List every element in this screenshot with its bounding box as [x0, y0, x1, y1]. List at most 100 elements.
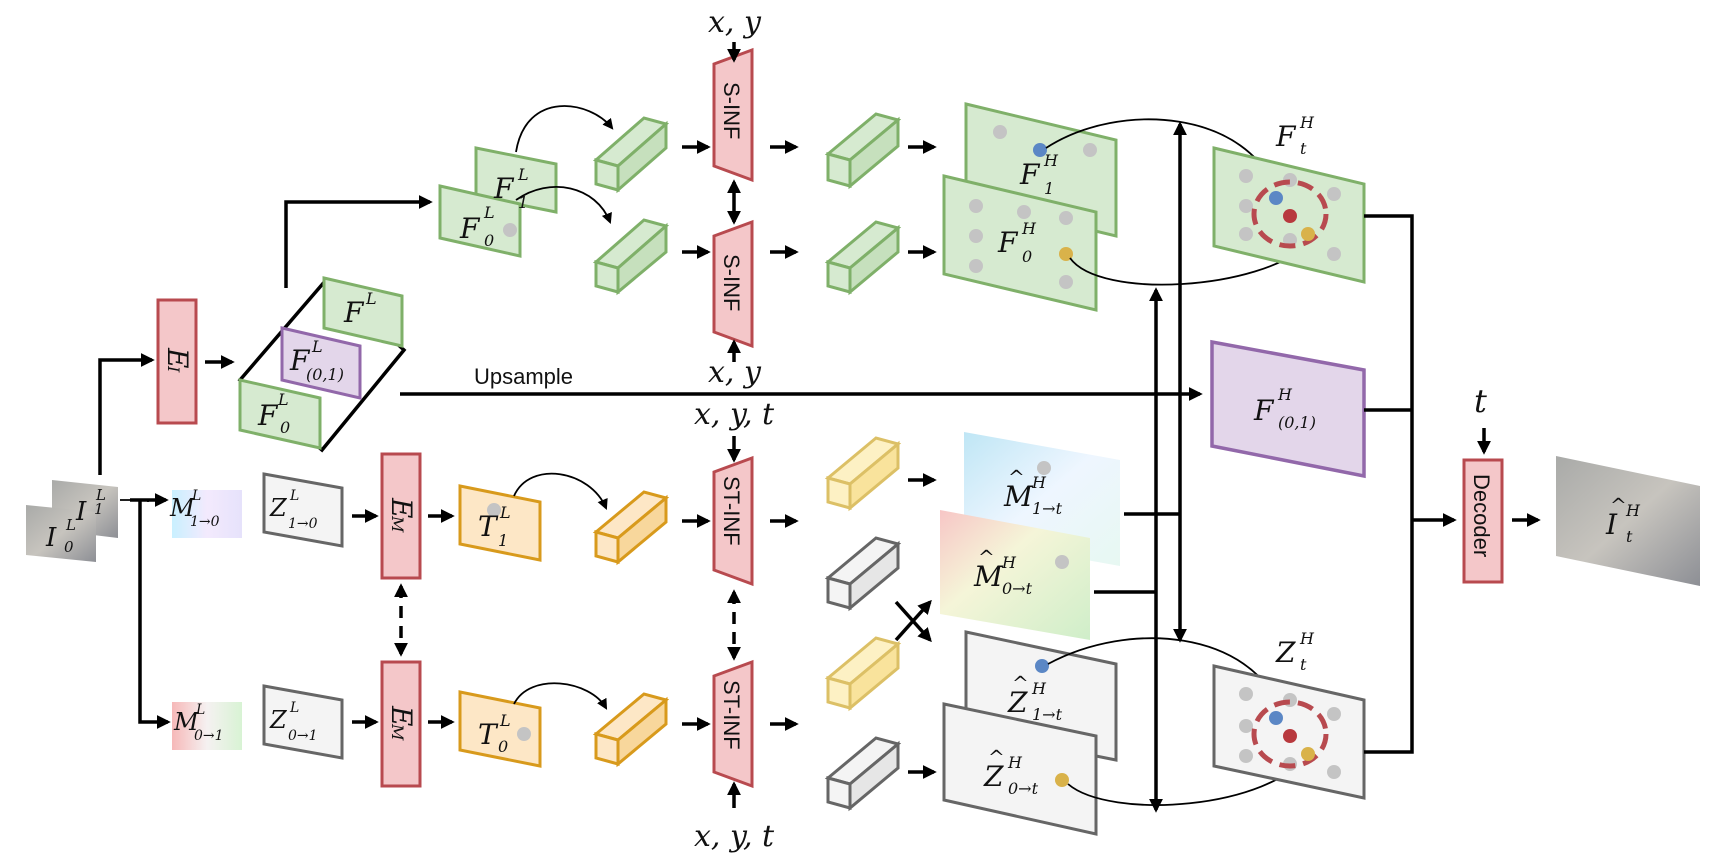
svg-text:S-INF: S-INF — [719, 254, 744, 311]
svg-text:I: I — [164, 365, 183, 373]
latent-Z1to0: Z L 1→0 — [262, 472, 344, 548]
svg-text:0→1: 0→1 — [194, 728, 224, 744]
input-xyt-bottom: x, y, t — [694, 819, 775, 854]
curve-T0L — [513, 682, 608, 710]
svg-text:F: F — [493, 172, 515, 205]
yellow-cube-1 — [824, 436, 902, 512]
svg-text:F: F — [1019, 158, 1041, 191]
yellow-cube-2 — [824, 636, 902, 712]
svg-text:H: H — [1277, 385, 1293, 404]
st-inf-module-1: ST-INF — [712, 455, 754, 587]
image-encoder: E I — [156, 298, 198, 425]
input-frames: I 1 L I 0 L — [26, 480, 118, 562]
svg-text:Z: Z — [983, 760, 1004, 793]
svg-text:^: ^ — [1610, 493, 1627, 517]
svg-text:H: H — [1007, 753, 1023, 772]
svg-text:0→t: 0→t — [1002, 579, 1033, 598]
motion-encoder-1: E M — [380, 452, 422, 580]
svg-text:(0,1): (0,1) — [1278, 413, 1316, 432]
svg-text:H: H — [1299, 629, 1315, 648]
label-F0L-top: F L 0 — [459, 203, 495, 250]
svg-text:M: M — [973, 560, 1004, 593]
svg-text:t: t — [1300, 655, 1307, 674]
svg-text:F: F — [1253, 394, 1275, 427]
target-feature-FtH: F H t — [1212, 113, 1366, 284]
svg-text:T: T — [478, 718, 499, 751]
svg-text:E: E — [161, 347, 194, 368]
svg-text:M: M — [173, 708, 200, 736]
green-cube-4 — [824, 220, 902, 296]
st-inf-module-2: ST-INF — [712, 659, 754, 789]
green-cube-2 — [592, 218, 670, 296]
svg-text:0: 0 — [280, 418, 290, 437]
label-F0L-stack: F L 0 — [257, 390, 290, 437]
svg-text:H: H — [1021, 219, 1037, 238]
svg-text:F: F — [343, 296, 365, 329]
svg-text:1: 1 — [498, 531, 508, 550]
gray-cube-1 — [824, 536, 902, 612]
svg-text:L: L — [95, 486, 106, 504]
high-res-F0H: F H 0 — [942, 174, 1098, 312]
query-dot-yellow — [1059, 247, 1073, 261]
token-T0L: T L 0 — [458, 690, 542, 768]
svg-text:T: T — [478, 510, 499, 543]
svg-text:Z: Z — [269, 706, 288, 734]
svg-text:L: L — [191, 488, 201, 504]
output-frame: I ^ H t — [1556, 456, 1700, 586]
svg-text:0→t: 0→t — [1008, 779, 1039, 798]
svg-text:H: H — [1031, 473, 1047, 492]
feature-F01L-box — [280, 326, 362, 400]
svg-text:H: H — [1031, 679, 1047, 698]
green-cube-3 — [824, 112, 902, 190]
label-I0L: I 0 L — [45, 516, 76, 556]
svg-text:1: 1 — [94, 500, 104, 518]
query-dot-blue — [1033, 143, 1047, 157]
svg-text:L: L — [289, 700, 299, 716]
feature-F0L-box — [238, 378, 322, 450]
svg-text:0→1: 0→1 — [288, 728, 318, 744]
curve-F0L — [515, 186, 612, 225]
svg-text:^: ^ — [1008, 465, 1025, 489]
arrow-to-S-INF-branch — [284, 195, 433, 288]
gray-cube-2 — [824, 736, 902, 812]
label-F1L-stack: F L — [343, 289, 377, 329]
label-I1L: I 1 L — [75, 486, 106, 527]
svg-text:H: H — [1043, 151, 1059, 170]
curve-T1L — [513, 472, 608, 510]
svg-text:E: E — [385, 497, 418, 518]
svg-text:F: F — [997, 226, 1019, 259]
s-inf-module-1: S-INF — [712, 47, 754, 183]
low-res-feature-stack: F L F L (0,1) F L 0 — [237, 276, 407, 453]
input-arrows — [98, 353, 171, 729]
svg-text:0: 0 — [64, 538, 74, 556]
svg-text:F: F — [257, 399, 279, 432]
svg-text:ST-INF: ST-INF — [719, 680, 744, 750]
svg-text:F: F — [459, 212, 481, 245]
input-xyt-top: x, y, t — [694, 397, 775, 432]
target-latent-ZtH: Z H t — [1212, 629, 1366, 800]
svg-text:(0,1): (0,1) — [306, 365, 344, 384]
svg-text:1: 1 — [518, 193, 528, 212]
svg-text:1→0: 1→0 — [288, 516, 318, 532]
input-xy-top: x, y — [708, 5, 762, 40]
svg-text:Decoder: Decoder — [1469, 474, 1494, 557]
svg-text:^: ^ — [988, 745, 1005, 769]
latent-Z0tH: Z ^ H 0→t — [942, 702, 1098, 836]
svg-text:0: 0 — [1022, 247, 1032, 266]
top-low-res-features: F L 1 F L 0 — [438, 146, 558, 258]
s-inf-module-2: S-INF — [712, 219, 754, 349]
svg-text:E: E — [385, 705, 418, 726]
svg-text:Z: Z — [1275, 636, 1296, 669]
svg-text:L: L — [499, 503, 511, 522]
decoder: Decoder — [1462, 458, 1504, 584]
svg-text:Z: Z — [1007, 686, 1028, 719]
motion-M1to0: M L 1→0 — [169, 488, 242, 538]
feature-F1L-box — [322, 276, 404, 348]
svg-text:ST-INF: ST-INF — [719, 476, 744, 546]
svg-text:L: L — [277, 390, 289, 409]
svg-text:M: M — [388, 723, 407, 741]
curve-F1L — [515, 105, 614, 153]
motion-encoder-2: E M — [380, 660, 422, 788]
svg-text:L: L — [195, 702, 205, 718]
